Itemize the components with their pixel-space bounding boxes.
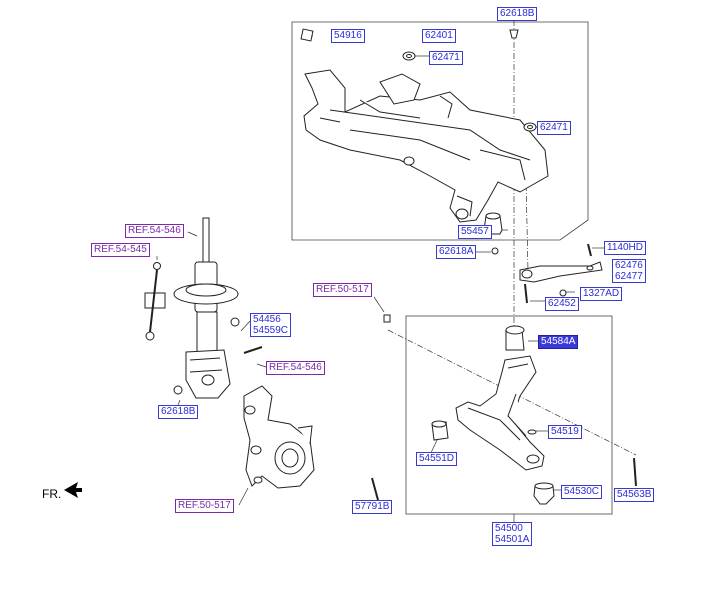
part-label-54559C: 54559C (253, 325, 289, 336)
part-label-54916[interactable]: 54916 (331, 29, 365, 43)
part-label-54456-54559C[interactable]: 54456 54559C (250, 313, 292, 337)
part-label-54551D[interactable]: 54551D (416, 452, 458, 466)
subframe-bushings (300, 28, 537, 255)
front-direction-arrow-icon (64, 482, 82, 498)
part-label-62471-a[interactable]: 62471 (429, 51, 463, 65)
part-label-55457[interactable]: 55457 (458, 225, 492, 239)
part-label-62452[interactable]: 62452 (545, 297, 579, 311)
strut-assembly (173, 217, 239, 399)
part-label-54563B[interactable]: 54563B (614, 488, 655, 502)
part-label-62471-b[interactable]: 62471 (537, 121, 571, 135)
ref-label-54-546-b[interactable]: REF.54-546 (266, 361, 325, 375)
front-direction-label: FR. (42, 487, 62, 501)
part-label-54500: 54500 (495, 523, 523, 534)
part-label-62618B-top[interactable]: 62618B (497, 7, 538, 21)
lower-control-arm (431, 325, 555, 505)
small-fasteners (173, 243, 637, 501)
part-label-1140HD[interactable]: 1140HD (604, 241, 646, 255)
subframe-crossmember (303, 69, 549, 223)
part-label-62476-62477[interactable]: 62476 62477 (612, 259, 646, 283)
part-label-54456: 54456 (253, 314, 281, 325)
part-label-54584A-selected[interactable]: 54584A (538, 335, 579, 349)
ref-label-54-545[interactable]: REF.54-545 (91, 243, 150, 257)
stabilizer-link (144, 262, 166, 341)
part-label-62476: 62476 (615, 260, 643, 271)
ref-label-54-546-a[interactable]: REF.54-546 (125, 224, 184, 238)
part-label-62618B-low[interactable]: 62618B (158, 405, 199, 419)
part-label-57791B[interactable]: 57791B (352, 500, 393, 514)
ref-label-50-517-a[interactable]: REF.50-517 (313, 283, 372, 297)
mount-bracket (519, 261, 603, 297)
part-label-54530C[interactable]: 54530C (561, 485, 603, 499)
part-label-62618A[interactable]: 62618A (436, 245, 477, 259)
part-label-54501A: 54501A (495, 534, 530, 545)
ref-label-50-517-b[interactable]: REF.50-517 (175, 499, 234, 513)
part-label-1327AD[interactable]: 1327AD (580, 287, 623, 301)
part-label-54519[interactable]: 54519 (548, 425, 582, 439)
part-label-62401[interactable]: 62401 (422, 29, 456, 43)
part-label-54500-54501A[interactable]: 54500 54501A (492, 522, 533, 546)
part-label-62477: 62477 (615, 271, 643, 282)
steering-knuckle (243, 385, 315, 489)
